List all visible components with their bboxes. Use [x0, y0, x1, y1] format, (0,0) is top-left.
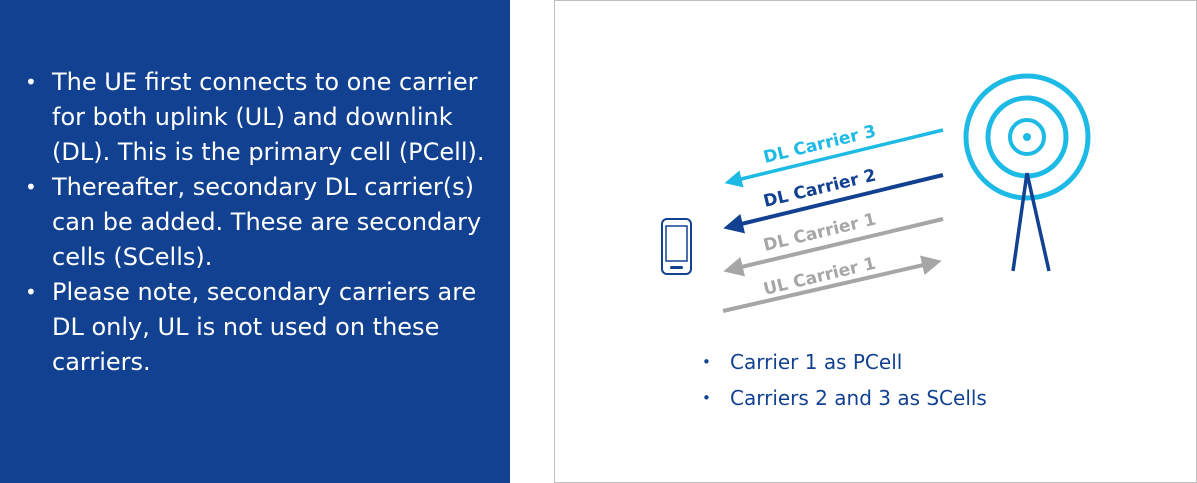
cell-tower-icon — [963, 73, 1091, 272]
dl-carrier-2-arrow — [723, 173, 944, 234]
right-bullet-item: Carriers 2 and 3 as SCells — [700, 380, 987, 416]
ul-carrier-1-label: UL Carrier 1 — [761, 254, 877, 300]
diagram-panel: DL Carrier 3 DL Carrier 2 DL Carrier 1 U… — [554, 0, 1197, 483]
left-bullet-list: The UE first connects to one carrier for… — [22, 65, 492, 380]
carrier-aggregation-diagram: DL Carrier 3 DL Carrier 2 DL Carrier 1 U… — [661, 73, 1091, 313]
left-bullet-item: Thereafter, secondary DL carrier(s) can … — [22, 170, 492, 275]
left-panel: The UE first connects to one carrier for… — [0, 0, 510, 483]
mobile-phone-icon — [661, 218, 692, 275]
dl-carrier-3-arrow — [724, 128, 944, 188]
dl-carrier-1-arrow — [723, 217, 944, 277]
ul-carrier-1-arrow — [722, 255, 942, 313]
left-bullet-item: Please note, secondary carriers are DL o… — [22, 275, 492, 380]
right-bullet-list: Carrier 1 as PCell Carriers 2 and 3 as S… — [700, 344, 987, 416]
left-bullet-item: The UE first connects to one carrier for… — [22, 65, 492, 170]
right-bullet-item: Carrier 1 as PCell — [700, 344, 987, 380]
